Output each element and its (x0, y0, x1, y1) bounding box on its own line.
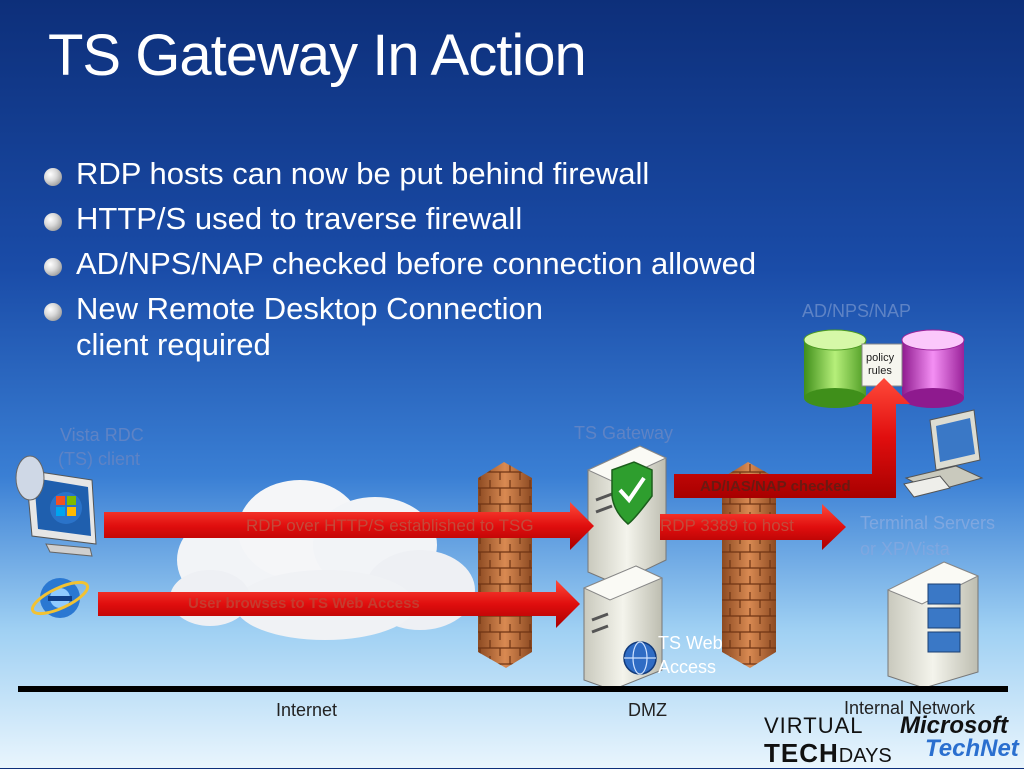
bullet-dot-icon (44, 258, 62, 276)
desktop-computer-icon (903, 409, 984, 498)
rdp-https-arrow (104, 502, 594, 550)
dmz-firewall-icon (478, 462, 532, 668)
rdp-https-arrow-label: RDP over HTTP/S established to TSG (246, 516, 534, 535)
web-access-arrow (98, 580, 580, 628)
vista-rdc-client-icon (15, 455, 97, 557)
rdp-3389-arrow-label: RDP 3389 to host (660, 516, 794, 535)
policy-rules-document-icon (861, 343, 903, 387)
ts-gateway-server-icon (586, 445, 668, 585)
ts-web-access-label-1: TS Web (658, 633, 723, 653)
network-baseline (18, 686, 1008, 692)
bullet-item: New Remote Desktop Connection (44, 291, 864, 327)
ts-gateway-label: TS Gateway (574, 423, 674, 443)
virtual-techdays-logo-top: VIRTUAL (764, 713, 864, 738)
slide-title: TS Gateway In Action (48, 23, 587, 88)
bullet-item-continuation: client required (76, 327, 271, 362)
internal-firewall-icon (722, 462, 776, 668)
zone-label-internal: Internal Network (844, 698, 976, 718)
bullet-list: RDP hosts can now be put behind firewall… (44, 156, 864, 372)
zone-label-dmz: DMZ (628, 700, 667, 720)
terminal-servers-label-2: or XP/Vista (860, 539, 950, 559)
rdp-3389-arrow (660, 504, 846, 550)
vista-rdc-label-1: Vista RDC (60, 425, 144, 445)
bullet-dot-icon (44, 213, 62, 231)
ad-database-cylinder-icon (803, 329, 867, 408)
zone-label-internet: Internet (276, 700, 338, 720)
microsoft-logo: Microsoft (900, 712, 1008, 739)
nap-database-cylinder-icon (901, 329, 965, 408)
bullet-item: RDP hosts can now be put behind firewall (44, 156, 864, 192)
bullet-dot-icon (44, 168, 62, 186)
ts-web-access-server-icon (582, 565, 664, 691)
globe-icon (623, 641, 657, 675)
ad-check-arrow (674, 378, 910, 498)
bullet-item: AD/NPS/NAP checked before connection all… (44, 246, 864, 282)
terminal-server-icon (886, 561, 980, 689)
vista-rdc-label-2: (TS) client (58, 449, 141, 469)
bullet-item: HTTP/S used to traverse firewall (44, 201, 864, 237)
virtual-techdays-logo-bottom: TECHDAYS (764, 738, 892, 768)
technet-logo: TechNet (925, 735, 1019, 762)
policy-rules-label-1: policy (866, 352, 895, 364)
bullet-dot-icon (44, 303, 62, 321)
ts-web-access-label-2: Access (658, 657, 717, 677)
ad-nps-nap-label: AD/NPS/NAP (802, 301, 912, 321)
terminal-servers-label-1: Terminal Servers (860, 513, 996, 533)
web-access-arrow-label: User browses to TS Web Access (188, 595, 420, 612)
ad-check-arrow-label: AD/IAS/NAP checked (700, 478, 851, 495)
internet-explorer-icon (30, 578, 90, 618)
policy-rules-label-2: rules (868, 365, 892, 377)
